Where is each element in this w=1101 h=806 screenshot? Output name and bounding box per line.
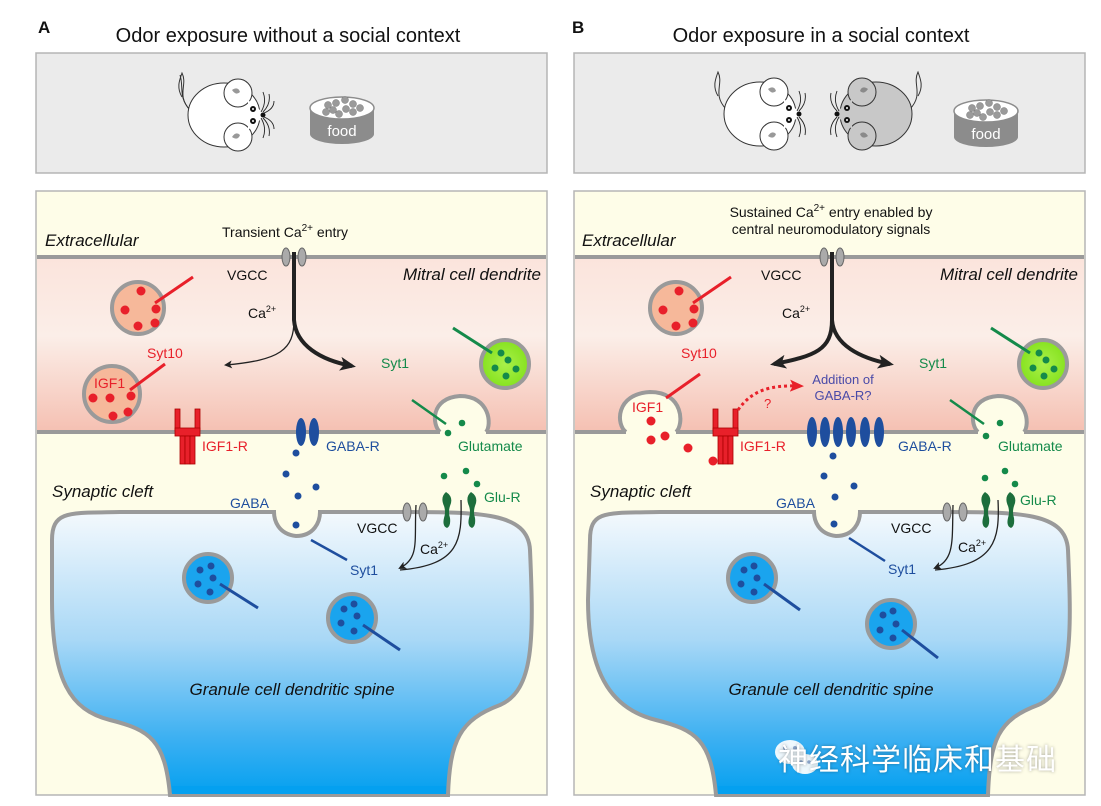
food-label-a: food xyxy=(327,123,356,140)
glutamate-fusing-vesicle-b xyxy=(970,393,1029,434)
label-syt1-bottom-b: Syt1 xyxy=(888,561,916,577)
granule-spine-b xyxy=(585,510,1072,797)
label-syt1-top-a: Syt1 xyxy=(381,355,409,371)
mouse-gray-icon xyxy=(830,70,922,151)
glutamate-molecules-b xyxy=(981,419,1019,488)
gaba-vesicle-1-b xyxy=(726,552,801,612)
label-mitral-a: Mitral cell dendrite xyxy=(403,265,541,284)
label-ca-mid-b: Ca2+ xyxy=(782,304,810,321)
glu-receptor-a xyxy=(442,492,477,528)
mouse-white-icon xyxy=(178,71,275,152)
ca-arrow-right-a xyxy=(292,252,356,371)
vgcc-channel-bottom-a xyxy=(402,502,428,522)
panel-b-title: Odor exposure in a social context xyxy=(673,25,970,47)
label-glur-b: Glu-R xyxy=(1020,492,1057,508)
ca-arrow-bottom-2-b xyxy=(934,499,999,571)
label-vgcc-bottom-a: VGCC xyxy=(357,520,397,536)
label-synaptic-cleft-b: Synaptic cleft xyxy=(590,482,692,501)
label-ca-entry-line2-b: central neuromodulatory signals xyxy=(732,221,930,237)
mouse-white-icon xyxy=(714,70,806,151)
gaba-vesicle-2-b xyxy=(865,598,939,660)
ca-arrow-bottom-1-b xyxy=(933,504,954,570)
food-bowl-icon: food xyxy=(309,96,375,144)
label-ca-entry-line1-b: Sustained Ca2+ entry enabled by xyxy=(730,203,933,220)
food-label-b: food xyxy=(971,126,1000,143)
vgcc-channel-bottom-b xyxy=(942,502,968,522)
label-ca-entry-a: Transient Ca2+ entry xyxy=(222,223,348,240)
wechat-icon xyxy=(775,740,818,774)
vgcc-channel-top-a xyxy=(281,247,307,267)
label-glutamate-b: Glutamate xyxy=(998,438,1063,454)
label-syt1-top-b: Syt1 xyxy=(919,355,947,371)
igf1-vesicle-1-b xyxy=(648,275,732,336)
watermark-text: 神经科学临床和基础 xyxy=(778,743,1057,778)
vgcc-channel-top-b xyxy=(819,247,845,267)
label-igf1-b: IGF1 xyxy=(632,399,663,415)
panel-a-letter: A xyxy=(38,18,50,37)
glutamate-molecules-a xyxy=(440,419,481,488)
gaba-receptor-cluster-b xyxy=(807,417,884,447)
label-addition-line2-b: GABA-R? xyxy=(814,388,871,403)
panel-a: A Odor exposure without a social context xyxy=(35,18,548,797)
label-gaba-a: GABA xyxy=(230,495,270,511)
label-ca-mid-a: Ca2+ xyxy=(248,304,276,321)
igf1-receptor-a xyxy=(174,408,201,465)
igf1-molecules-b xyxy=(646,416,718,466)
igf1-vesicle-2-a xyxy=(82,362,166,424)
gaba-vesicle-1-a xyxy=(182,552,259,610)
gaba-molecules-b xyxy=(820,452,858,528)
igf1-vesicle-1-a xyxy=(110,275,194,336)
gaba-vesicle-2-a xyxy=(326,592,401,652)
glutamate-vesicle-a xyxy=(452,326,531,390)
label-gabar-b: GABA-R xyxy=(898,438,952,454)
label-igf1r-a: IGF1-R xyxy=(202,438,248,454)
label-extracellular-a: Extracellular xyxy=(45,231,140,250)
label-igf1-a: IGF1 xyxy=(94,375,125,391)
label-vgcc-top-a: VGCC xyxy=(227,267,267,283)
label-syt10-b: Syt10 xyxy=(681,345,717,361)
ca-arrow-right-b xyxy=(830,252,894,369)
panel-a-title: Odor exposure without a social context xyxy=(116,25,461,47)
label-syt1-bottom-a: Syt1 xyxy=(350,562,378,578)
label-question-b: ? xyxy=(764,396,771,411)
scene-box-a xyxy=(35,52,548,174)
glutamate-vesicle-b xyxy=(990,326,1069,390)
gaba-receptor-a xyxy=(296,418,319,446)
glu-receptor-b xyxy=(981,492,1016,528)
igf1-receptor-b xyxy=(712,408,739,465)
granule-spine-a xyxy=(50,510,534,797)
label-ca-bottom-a: Ca2+ xyxy=(420,540,448,557)
label-gabar-a: GABA-R xyxy=(326,438,380,454)
panel-b-letter: B xyxy=(572,18,584,37)
label-granule-b: Granule cell dendritic spine xyxy=(728,680,933,699)
food-bowl-icon: food xyxy=(953,99,1019,147)
label-vgcc-top-b: VGCC xyxy=(761,267,801,283)
label-vgcc-bottom-b: VGCC xyxy=(891,520,931,536)
igf1-fusing-vesicle-b xyxy=(618,389,683,434)
label-mitral-b: Mitral cell dendrite xyxy=(940,265,1078,284)
igf1-to-gabar-dotted-arrow xyxy=(736,379,804,411)
label-syt10-a: Syt10 xyxy=(147,345,183,361)
label-glutamate-a: Glutamate xyxy=(458,438,523,454)
ca-arrow-bottom-1-a xyxy=(398,504,417,569)
label-glur-a: Glu-R xyxy=(484,489,521,505)
panel-b: B Odor exposure in a social context xyxy=(572,18,1086,797)
label-addition-line1-b: Addition of xyxy=(812,372,874,387)
label-synaptic-cleft-a: Synaptic cleft xyxy=(52,482,154,501)
glutamate-fusing-vesicle-a xyxy=(432,393,491,434)
label-igf1r-b: IGF1-R xyxy=(740,438,786,454)
gaba-molecules-a xyxy=(282,449,320,529)
ca-arrow-bottom-2-a xyxy=(399,499,462,571)
label-ca-bottom-b: Ca2+ xyxy=(958,538,986,555)
label-extracellular-b: Extracellular xyxy=(582,231,677,250)
label-granule-a: Granule cell dendritic spine xyxy=(189,680,394,699)
label-gaba-b: GABA xyxy=(776,495,816,511)
